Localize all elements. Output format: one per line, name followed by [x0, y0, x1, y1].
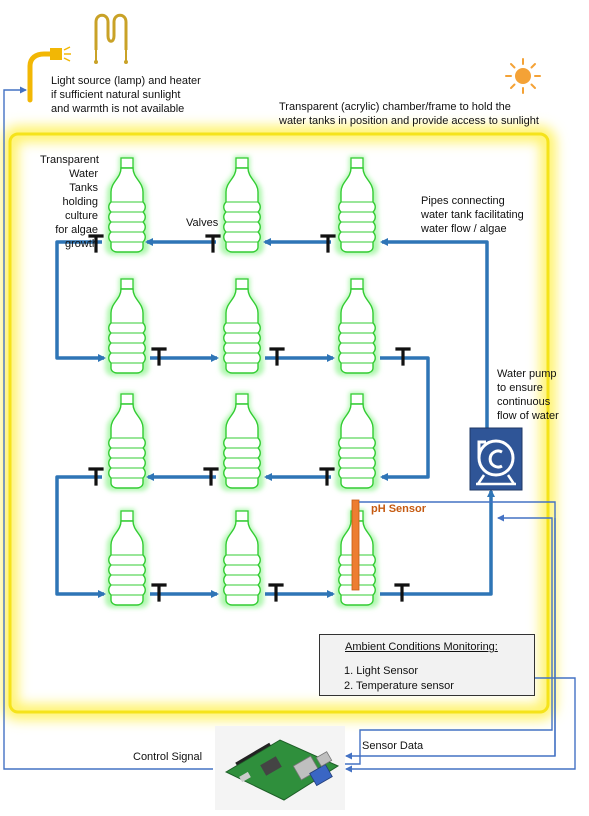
ambient-monitoring-title: Ambient Conditions Monitoring:: [345, 641, 498, 653]
control-signal-label: Control Signal: [133, 751, 203, 763]
water-tanks: [108, 157, 376, 606]
sun-icon: [505, 58, 541, 94]
water-tank: [108, 278, 146, 374]
water-tank: [108, 393, 146, 489]
pipe-row2-to-row3: [380, 356, 430, 481]
water-tank: [223, 510, 261, 606]
ph-sensor-data-wire: [345, 501, 556, 760]
sensor-data-label: Sensor Data: [362, 740, 424, 752]
heater-icon: [94, 13, 128, 64]
pipe-row3-to-row4: [55, 475, 106, 598]
pipes-label: Pipes connecting water tank facilitating…: [421, 195, 524, 235]
pipe-pump-to-row1: [380, 238, 489, 432]
pipe-row1-to-row2: [55, 240, 106, 362]
raspberry-pi-board: [215, 726, 345, 810]
lamp-heater-label: Light source (lamp) and heater if suffic…: [51, 75, 201, 115]
monitor-item-light-sensor: 1. Light Sensor: [344, 665, 418, 677]
control-signal-to-pump: [336, 514, 553, 765]
water-tank: [108, 510, 146, 606]
water-tank: [223, 393, 261, 489]
acrylic-chamber: [8, 132, 550, 714]
control-signal-to-lamp: [3, 86, 213, 770]
valves-label: Valves: [186, 217, 219, 229]
water-tank: [223, 157, 261, 253]
water-tank: [338, 278, 376, 374]
water-tank: [223, 278, 261, 374]
water-tank: [338, 157, 376, 253]
ph-sensor-label: pH Sensor: [371, 503, 427, 515]
chamber-label: Transparent (acrylic) chamber/frame to h…: [279, 101, 539, 127]
water-tank: [338, 393, 376, 489]
monitor-item-temperature-sensor: 2. Temperature sensor: [344, 680, 454, 692]
water-tank: [108, 157, 146, 253]
signal-wires: [3, 86, 576, 770]
water-pump-label: Water pump to ensure continuous flow of …: [497, 368, 559, 422]
pump-icon: [469, 427, 523, 491]
lamp-icon: [27, 46, 71, 103]
pipe-row4-to-pump: [380, 489, 495, 596]
ambient-monitoring-box: Ambient Conditions Monitoring: 1. Light …: [319, 634, 535, 696]
ph-sensor-probe: [351, 499, 360, 591]
water-tanks-label: Transparent Water Tanks holding culture …: [40, 154, 99, 250]
